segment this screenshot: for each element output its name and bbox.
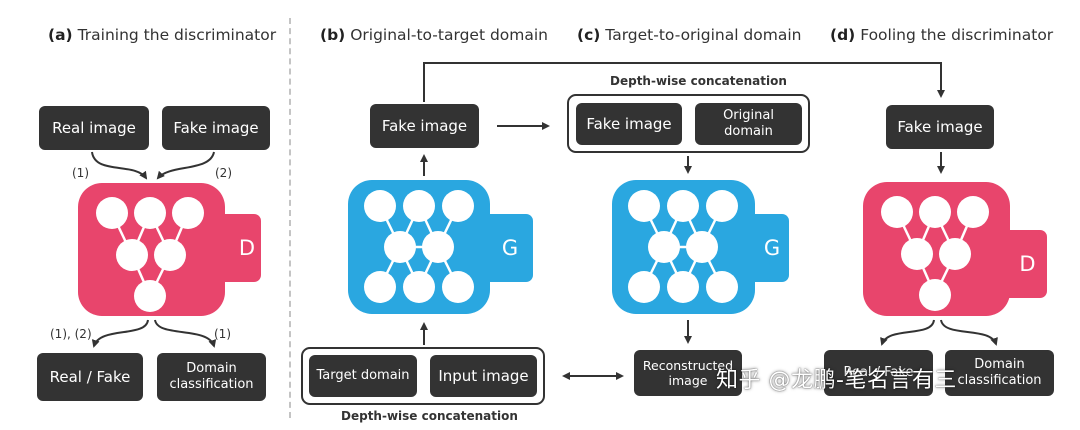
- d-fake-image-box: Fake image: [886, 105, 994, 149]
- d-discriminator-net-node: [881, 196, 913, 228]
- a-label-1: (1): [72, 166, 89, 180]
- c-generator-net: [612, 180, 755, 314]
- panel-d-title-text: Fooling the discriminator: [860, 26, 1054, 44]
- b-generator-net-node: [422, 231, 454, 263]
- a-discriminator-net-node: [154, 239, 186, 271]
- a-arrow-out-right: [154, 319, 217, 348]
- d-discriminator-net-node: [957, 196, 989, 228]
- d-discriminator-net-node: [939, 238, 971, 270]
- b-concat-caption: Depth-wise concatenation: [341, 409, 518, 423]
- d-arrow-out-right: [940, 319, 998, 346]
- c-concat-caption: Depth-wise concatenation: [610, 74, 787, 88]
- a-discriminator-net-node: [96, 197, 128, 229]
- a-real-fake-box: Real / Fake: [37, 353, 143, 401]
- c-generator-letter: G: [763, 236, 781, 260]
- b-generator-net-node: [403, 271, 435, 303]
- c-generator-net-node: [706, 271, 738, 303]
- panel-divider: [289, 18, 291, 418]
- a-discriminator-net-node: [116, 239, 148, 271]
- a-discriminator-net: [78, 183, 225, 316]
- b-generator-net: [348, 180, 490, 314]
- d-discriminator-net-node: [919, 279, 951, 311]
- panel-c-title-text: Target-to-original domain: [605, 26, 802, 44]
- c-reconstructed-image-box: Reconstructed image: [634, 350, 742, 396]
- d-discriminator-net-node: [901, 238, 933, 270]
- panel-c-letter: (c): [577, 26, 601, 44]
- b-generator-letter: G: [501, 236, 519, 260]
- d-discriminator-net-node: [919, 196, 951, 228]
- panel-a-letter: (a): [48, 26, 73, 44]
- d-domain-classification-box: Domain classification: [945, 350, 1054, 396]
- c-generator-net-node: [706, 190, 738, 222]
- c-original-domain-box: Original domain: [695, 103, 802, 145]
- d-real-fake-box: Real / Fake: [824, 350, 933, 396]
- panel-c-title: (c) Target-to-original domain: [577, 26, 801, 44]
- panel-b-letter: (b): [320, 26, 346, 44]
- a-arrow-fake: [156, 151, 215, 180]
- a-arrow-real: [91, 151, 148, 180]
- b-target-domain-box: Target domain: [309, 355, 417, 397]
- a-discriminator-letter: D: [238, 236, 256, 260]
- b-fake-image-box: Fake image: [370, 104, 479, 148]
- a-real-image-box: Real image: [39, 106, 149, 150]
- a-discriminator-net-node: [134, 280, 166, 312]
- b-input-image-box: Input image: [430, 355, 537, 397]
- panel-d-title: (d) Fooling the discriminator: [830, 26, 1053, 44]
- b-generator-net-node: [384, 231, 416, 263]
- c-generator-net-node: [628, 271, 660, 303]
- a-label-out-left: (1), (2): [50, 327, 92, 341]
- c-fake-image-box: Fake image: [576, 103, 682, 145]
- d-discriminator-letter: D: [1019, 252, 1036, 276]
- b-generator-net-node: [403, 190, 435, 222]
- c-generator-net-node: [686, 231, 718, 263]
- a-label-out-right: (1): [214, 327, 231, 341]
- b-generator-net-node: [442, 190, 474, 222]
- d-arrow-out-left: [880, 319, 935, 346]
- b-generator-net-node: [364, 271, 396, 303]
- a-discriminator-net-node: [172, 197, 204, 229]
- a-domain-classification-box: Domain classification: [157, 353, 266, 401]
- panel-a-title-text: Training the discriminator: [77, 26, 277, 44]
- a-label-2: (2): [215, 166, 232, 180]
- d-discriminator-net: [863, 182, 1010, 316]
- c-generator-net-node: [648, 231, 680, 263]
- watermark: 知乎 @龙鹏-笔名言有三: [716, 368, 957, 393]
- panel-b-title: (b) Original-to-target domain: [320, 26, 548, 44]
- panel-b-title-text: Original-to-target domain: [350, 26, 548, 44]
- panel-a-title: (a) Training the discriminator: [48, 26, 276, 44]
- a-discriminator-net-node: [134, 197, 166, 229]
- a-arrow-out-left: [91, 319, 149, 348]
- c-generator-net-node: [667, 271, 699, 303]
- b-generator-net-node: [364, 190, 396, 222]
- b-generator-net-node: [442, 271, 474, 303]
- panel-d-letter: (d): [830, 26, 856, 44]
- c-generator-net-node: [667, 190, 699, 222]
- a-fake-image-box: Fake image: [162, 106, 270, 150]
- c-generator-net-node: [628, 190, 660, 222]
